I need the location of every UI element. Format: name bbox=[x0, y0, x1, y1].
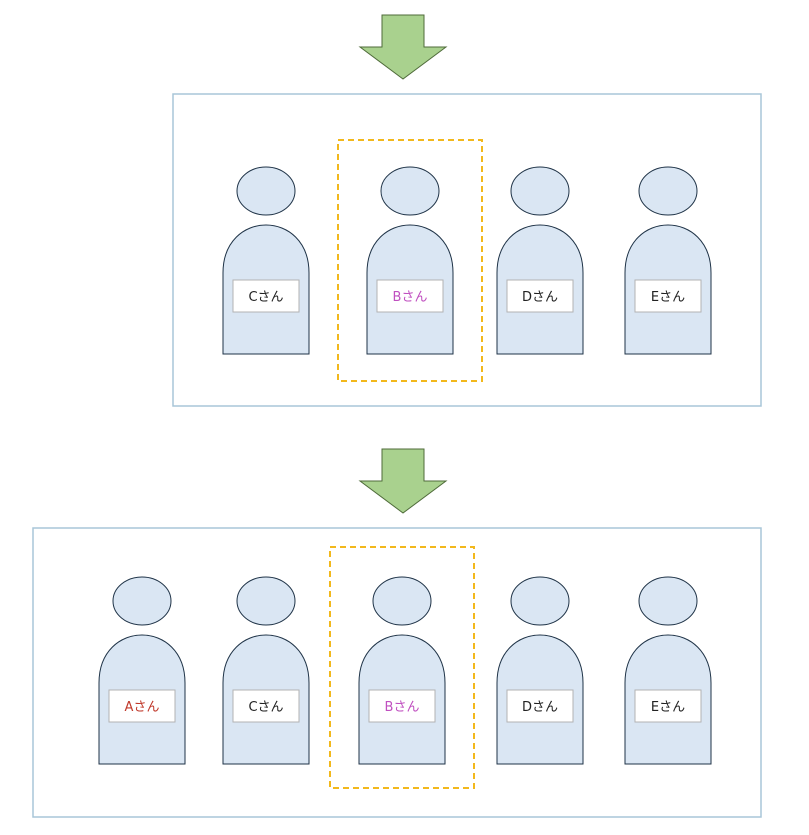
name-tag bbox=[232, 279, 300, 313]
person-name: Cさん bbox=[248, 290, 283, 305]
person: Dさん bbox=[496, 576, 584, 765]
person-name: Cさん bbox=[248, 700, 283, 715]
person-name: Eさん bbox=[651, 700, 685, 715]
name-tag bbox=[506, 689, 574, 723]
person-head bbox=[372, 576, 432, 626]
person-head bbox=[236, 576, 296, 626]
person: Bさん bbox=[366, 166, 454, 355]
name-tag bbox=[232, 689, 300, 723]
name-tag bbox=[506, 279, 574, 313]
highlight-box bbox=[329, 546, 475, 789]
person: Aさん bbox=[98, 576, 186, 765]
person-head bbox=[638, 166, 698, 216]
name-tag bbox=[376, 279, 444, 313]
person-head bbox=[510, 166, 570, 216]
person: Cさん bbox=[222, 576, 310, 765]
panel: Aさん Cさん Bさん Dさん Eさん bbox=[32, 527, 762, 818]
person-name: Bさん bbox=[393, 290, 428, 305]
person: Dさん bbox=[496, 166, 584, 355]
name-tag bbox=[634, 279, 702, 313]
name-tag bbox=[634, 689, 702, 723]
panel: Cさん Bさん Dさん Eさん bbox=[172, 93, 762, 407]
person-head bbox=[510, 576, 570, 626]
highlight-box bbox=[337, 139, 483, 382]
name-tag bbox=[368, 689, 436, 723]
panel-frame bbox=[172, 93, 762, 407]
panel-frame bbox=[32, 527, 762, 818]
person-head bbox=[380, 166, 440, 216]
person-name: Aさん bbox=[125, 700, 160, 715]
person: Bさん bbox=[358, 576, 446, 765]
person-head bbox=[112, 576, 172, 626]
down-arrow-icon bbox=[358, 14, 448, 80]
person: Eさん bbox=[624, 166, 712, 355]
person: Cさん bbox=[222, 166, 310, 355]
down-arrow-icon bbox=[358, 448, 448, 514]
person-name: Eさん bbox=[651, 290, 685, 305]
person-name: Bさん bbox=[385, 700, 420, 715]
person-name: Dさん bbox=[522, 700, 558, 715]
person-head bbox=[236, 166, 296, 216]
name-tag bbox=[108, 689, 176, 723]
person-name: Dさん bbox=[522, 290, 558, 305]
person: Eさん bbox=[624, 576, 712, 765]
person-head bbox=[638, 576, 698, 626]
